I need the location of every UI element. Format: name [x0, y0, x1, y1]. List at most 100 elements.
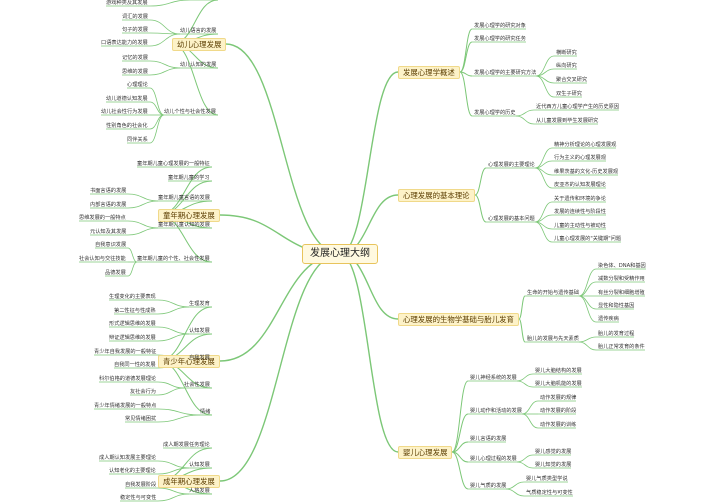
- item-node-adolescence-2[interactable]: 自我发展: [189, 354, 210, 361]
- leaf-node-childhood-3-0[interactable]: 思维发展的一般特点: [79, 214, 126, 221]
- leaf-node-biology-0-1[interactable]: 减数分裂和受精作用: [598, 275, 645, 282]
- branch-node-overview[interactable]: 发展心理学概述: [398, 65, 460, 79]
- leaf-node-preschool-3-2[interactable]: 幼儿社会性行为发展: [101, 108, 148, 115]
- leaf-node-theory-0-2[interactable]: 维果茨基的文化-历史发展观: [554, 168, 619, 175]
- leaf-node-adolescence-0-1[interactable]: 第二性征与性成熟: [114, 307, 156, 314]
- leaf-node-theory-1-2[interactable]: 儿童的主动性与被动性: [554, 222, 606, 229]
- leaf-node-adulthood-2-0[interactable]: 自我发展阶段: [125, 481, 157, 488]
- branch-node-infancy[interactable]: 婴儿心理发展: [398, 445, 453, 459]
- leaf-node-infancy-3-0[interactable]: 婴儿感觉的发展: [535, 448, 572, 455]
- leaf-node-preschool-3-3[interactable]: 性别角色的社会化: [106, 122, 148, 129]
- item-node-overview-3[interactable]: 发展心理学的历史: [474, 109, 516, 116]
- leaf-node-infancy-1-1[interactable]: 动作发展的阶段: [540, 407, 577, 414]
- leaf-node-theory-0-3[interactable]: 皮亚杰的认知发展理论: [554, 181, 606, 188]
- item-node-adulthood-1[interactable]: 认知发展: [189, 461, 210, 468]
- item-node-childhood-4[interactable]: 童年期儿童的个性、社会性发展: [137, 255, 210, 262]
- leaf-node-infancy-1-2[interactable]: 动作发展的训练: [540, 421, 577, 428]
- leaf-node-theory-1-3[interactable]: 儿童心理发展的"关键期"问题: [554, 235, 622, 242]
- leaf-node-infancy-3-1[interactable]: 婴儿知觉的发展: [535, 461, 572, 468]
- branch-node-preschool[interactable]: 幼儿心理发展: [172, 37, 227, 51]
- item-node-overview-1[interactable]: 发展心理学的研究任务: [474, 35, 526, 42]
- leaf-node-preschool-0-0[interactable]: 游戏种类及其发展: [106, 0, 148, 6]
- leaf-node-biology-1-1[interactable]: 胎儿正常发育的条件: [598, 343, 645, 350]
- leaf-node-infancy-0-0[interactable]: 婴儿大脑结构的发展: [535, 367, 582, 374]
- leaf-node-childhood-4-0[interactable]: 自我意识发展: [95, 241, 127, 248]
- item-node-childhood-1[interactable]: 童年期儿童的学习: [168, 174, 210, 181]
- leaf-node-adolescence-2-1[interactable]: 自我同一性的发展: [114, 361, 156, 368]
- item-node-biology-1[interactable]: 胎儿的发展与先天素质: [527, 335, 579, 342]
- item-node-adolescence-3[interactable]: 社会性发展: [184, 381, 210, 388]
- leaf-node-preschool-3-0[interactable]: 心理理论: [127, 81, 148, 88]
- leaf-node-adolescence-0-0[interactable]: 生理变化的主要表现: [109, 293, 156, 300]
- branch-node-biology[interactable]: 心理发展的生物学基础与胎儿发育: [398, 312, 519, 326]
- leaf-node-preschool-1-1[interactable]: 句子的发展: [122, 26, 148, 33]
- leaf-node-biology-0-2[interactable]: 有丝分裂和细胞增殖: [598, 289, 645, 296]
- leaf-node-childhood-2-0[interactable]: 书面言语的发展: [90, 187, 127, 194]
- item-node-adulthood-0[interactable]: 成人期发展任务理论: [163, 441, 210, 448]
- item-node-infancy-2[interactable]: 婴儿言语的发展: [470, 435, 507, 442]
- leaf-node-biology-1-0[interactable]: 胎儿的发育过程: [598, 330, 635, 337]
- item-node-theory-0[interactable]: 心理发展的主要理论: [488, 161, 535, 168]
- leaf-node-biology-0-0[interactable]: 染色体、DNA和基因: [598, 262, 646, 269]
- leaf-node-theory-0-1[interactable]: 行为主义的心理发展观: [554, 154, 606, 161]
- leaf-node-biology-0-3[interactable]: 显性和隐性基因: [598, 302, 635, 309]
- item-node-childhood-3[interactable]: 童年期儿童认知的发展: [158, 221, 210, 228]
- item-node-infancy-3[interactable]: 婴儿心理过程的发展: [470, 455, 517, 462]
- leaf-node-adolescence-3-0[interactable]: 科尔伯格的道德发展理论: [99, 375, 157, 382]
- leaf-node-adolescence-1-1[interactable]: 辩证逻辑思维的发展: [109, 334, 156, 341]
- leaf-node-overview-2-3[interactable]: 双生子研究: [556, 90, 582, 97]
- leaf-node-adolescence-4-0[interactable]: 青少年情绪发展的一般特点: [94, 402, 157, 409]
- leaf-node-overview-3-1[interactable]: 从儿童发展到毕生发展研究: [536, 117, 599, 124]
- leaf-node-preschool-1-2[interactable]: 口语表达能力的发展: [101, 39, 148, 46]
- leaf-node-theory-0-0[interactable]: 精神分析理论的心理发展观: [554, 141, 617, 148]
- root-node[interactable]: 发展心理大纲: [302, 244, 378, 264]
- leaf-node-preschool-2-0[interactable]: 记忆的发展: [122, 54, 148, 61]
- leaf-node-adolescence-2-0[interactable]: 青少年自我发展的一般特征: [94, 348, 157, 355]
- leaf-node-preschool-2-1[interactable]: 思维的发展: [122, 68, 148, 75]
- leaf-node-infancy-4-0[interactable]: 婴儿气质类型学说: [526, 475, 568, 482]
- leaf-node-adulthood-1-0[interactable]: 成人期认知发展主要理论: [99, 454, 157, 461]
- leaf-node-childhood-2-1[interactable]: 内部言语的发展: [90, 201, 127, 208]
- item-node-overview-2[interactable]: 发展心理学的主要研究方法: [474, 69, 537, 76]
- leaf-node-adulthood-1-1[interactable]: 认知老化的主要理论: [109, 467, 156, 474]
- item-node-childhood-0[interactable]: 童年期儿童心理发展的一般特征: [137, 160, 210, 167]
- leaf-node-infancy-0-1[interactable]: 婴儿大脑机能的发展: [535, 380, 582, 387]
- item-node-childhood-2[interactable]: 童年期儿童言语的发展: [158, 194, 210, 201]
- item-node-adulthood-2[interactable]: 人格发展: [189, 487, 210, 494]
- item-node-adolescence-1[interactable]: 认知发展: [189, 327, 210, 334]
- leaf-node-childhood-4-2[interactable]: 品德发展: [105, 269, 126, 276]
- leaf-node-preschool-3-1[interactable]: 幼儿道德认知发展: [106, 95, 148, 102]
- leaf-node-preschool-3-4[interactable]: 同伴关系: [127, 136, 148, 143]
- branch-node-theory[interactable]: 心理发展的基本理论: [398, 188, 475, 202]
- leaf-node-infancy-4-1[interactable]: 气质稳定性与可变性: [526, 489, 573, 496]
- item-node-theory-1[interactable]: 心理发展的基本问题: [488, 215, 535, 222]
- leaf-node-childhood-3-1[interactable]: 元认知及其发展: [90, 228, 127, 235]
- leaf-node-childhood-4-1[interactable]: 社会认知与交往技能: [79, 255, 126, 262]
- leaf-node-biology-0-4[interactable]: 遗传疾病: [598, 315, 619, 322]
- item-node-preschool-1[interactable]: 幼儿语言的发展: [180, 27, 217, 34]
- branch-node-childhood[interactable]: 童年期心理发展: [158, 208, 220, 222]
- leaf-node-overview-2-0[interactable]: 横断研究: [556, 49, 577, 56]
- leaf-node-adolescence-3-1[interactable]: 友社会行为: [130, 388, 156, 395]
- item-node-adolescence-4[interactable]: 情绪: [200, 408, 211, 415]
- item-node-infancy-4[interactable]: 婴儿气质的发展: [470, 482, 507, 489]
- item-node-infancy-0[interactable]: 婴儿神经系统的发展: [470, 374, 517, 381]
- leaf-node-overview-2-2[interactable]: 聚合交叉研究: [556, 76, 588, 83]
- item-node-overview-0[interactable]: 发展心理学的研究对象: [474, 22, 526, 29]
- leaf-node-theory-1-0[interactable]: 关于遗传和环境的争论: [554, 195, 606, 202]
- leaf-node-preschool-1-0[interactable]: 词汇的发展: [122, 13, 148, 20]
- leaf-node-adulthood-2-1[interactable]: 稳定性与可变性: [120, 494, 157, 501]
- item-node-preschool-3[interactable]: 幼儿个性与社会性发展: [164, 108, 216, 115]
- leaf-node-overview-3-0[interactable]: 近代西方儿童心理学产生的历史原因: [536, 103, 620, 110]
- item-node-preschool-2[interactable]: 幼儿认知的发展: [180, 61, 217, 68]
- branch-node-adulthood[interactable]: 成年期心理发展: [158, 474, 220, 488]
- leaf-node-adolescence-4-1[interactable]: 常见情绪困扰: [125, 415, 157, 422]
- leaf-node-adolescence-1-0[interactable]: 形式逻辑思维的发展: [109, 320, 156, 327]
- branch-node-adolescence[interactable]: 青少年心理发展: [158, 354, 220, 368]
- item-node-adolescence-0[interactable]: 生理发育: [189, 300, 210, 307]
- leaf-node-overview-2-1[interactable]: 纵向研究: [556, 62, 577, 69]
- item-node-infancy-1[interactable]: 婴儿动作和活动的发展: [470, 407, 522, 414]
- leaf-node-infancy-1-0[interactable]: 动作发展的规律: [540, 394, 577, 401]
- item-node-biology-0[interactable]: 生命的开始与遗传基础: [527, 289, 579, 296]
- leaf-node-theory-1-1[interactable]: 发展的连续性与阶段性: [554, 208, 606, 215]
